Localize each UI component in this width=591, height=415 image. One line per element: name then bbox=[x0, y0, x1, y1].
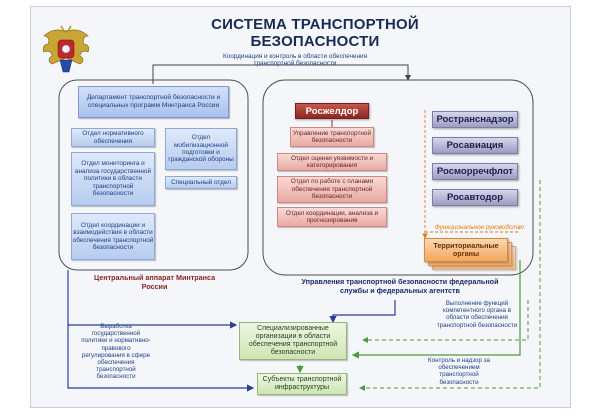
unit-box-mobilization: Отдел мобилизационной подготовки и гражд… bbox=[165, 128, 237, 170]
rzd-unit-coordination: Отдел координации, анализа и прогнозиров… bbox=[277, 207, 387, 227]
control-note: Контроль и надзор за обеспечением трансп… bbox=[428, 357, 490, 386]
agency-box-rosaviatsia: Росавиация bbox=[432, 137, 518, 154]
agency-box-rosmorrechflot: Росморречфлот bbox=[432, 163, 518, 180]
top-link-label: Координация и контроль в области обеспеч… bbox=[222, 53, 368, 68]
unit-box-monitoring: Отдел мониторинга и анализа государствен… bbox=[71, 152, 155, 206]
unit-coordination-label: Отдел координации и взаимодействия в обл… bbox=[72, 221, 154, 251]
agency-label-rostransnadzor: Ространснадзор bbox=[436, 114, 514, 125]
competent-note: Выполнение функций компетентного органа … bbox=[436, 300, 518, 329]
unit-box-normative: Отдел нормативного обеспечения bbox=[71, 128, 155, 147]
unit-box-coordination: Отдел координации и взаимодействия в обл… bbox=[71, 213, 155, 260]
rosgeldor-box: Росжелдор bbox=[295, 103, 369, 119]
rzd-unit-vulnerability-label: Отдел оценки уязвимости и категорировани… bbox=[290, 154, 374, 169]
agency-label-rosaviatsia: Росавиация bbox=[446, 140, 504, 151]
department-label: Департамент транспортной безопасности и … bbox=[86, 94, 221, 109]
territorial-label: Территориальные органы bbox=[433, 240, 499, 258]
page-title: СИСТЕМА ТРАНСПОРТНОЙ БЕЗОПАСНОСТИ bbox=[211, 16, 419, 50]
left-group-caption: Центральный аппарат Минтранса России bbox=[93, 273, 216, 291]
unit-normative-label: Отдел нормативного обеспечения bbox=[82, 130, 144, 145]
agency-label-rosmorrechflot: Росморречфлот bbox=[436, 166, 514, 177]
specialized-orgs-label: Специализированные организации в области… bbox=[248, 325, 338, 356]
policy-note: Выработка государственной политики и нор… bbox=[81, 323, 151, 381]
rzd-unit-vulnerability: Отдел оценки уязвимости и категорировани… bbox=[277, 153, 387, 171]
agency-label-rosavtodor: Росавтодор bbox=[446, 192, 504, 203]
rzd-unit-plans: Отдел по работе с планами обеспечения тр… bbox=[277, 176, 387, 203]
rzd-unit-plans-label: Отдел по работе с планами обеспечения тр… bbox=[290, 178, 374, 201]
territorial-box: Территориальные органы bbox=[424, 238, 508, 262]
subjects-label: Субъекты транспортной инфраструктуры bbox=[262, 376, 342, 391]
agency-box-rostransnadzor: Ространснадзор bbox=[432, 111, 518, 128]
department-box: Департамент транспортной безопасности и … bbox=[78, 86, 229, 118]
right-group-caption: Управления транспортной безопасности фед… bbox=[301, 277, 499, 295]
unit-special-label: Специальный отдел bbox=[171, 178, 231, 186]
unit-mobilization-label: Отдел мобилизационной подготовки и гражд… bbox=[168, 134, 234, 164]
rzd-unit-management-label: Управление транспортной безопасности bbox=[292, 129, 372, 144]
emblem-icon bbox=[38, 24, 94, 82]
unit-box-special: Специальный отдел bbox=[165, 176, 237, 189]
functional-guidance-label: Функциональное руководство bbox=[434, 224, 524, 231]
rzd-unit-management: Управление транспортной безопасности bbox=[290, 127, 374, 147]
unit-monitoring-label: Отдел мониторинга и анализа государствен… bbox=[74, 160, 152, 198]
subjects-box: Субъекты транспортной инфраструктуры bbox=[257, 373, 347, 395]
specialized-orgs-box: Специализированные организации в области… bbox=[239, 322, 347, 360]
rzd-unit-coordination-label: Отдел координации, анализа и прогнозиров… bbox=[285, 209, 379, 224]
rosgeldor-label: Росжелдор bbox=[305, 105, 359, 117]
agency-box-rosavtodor: Росавтодор bbox=[432, 189, 518, 206]
